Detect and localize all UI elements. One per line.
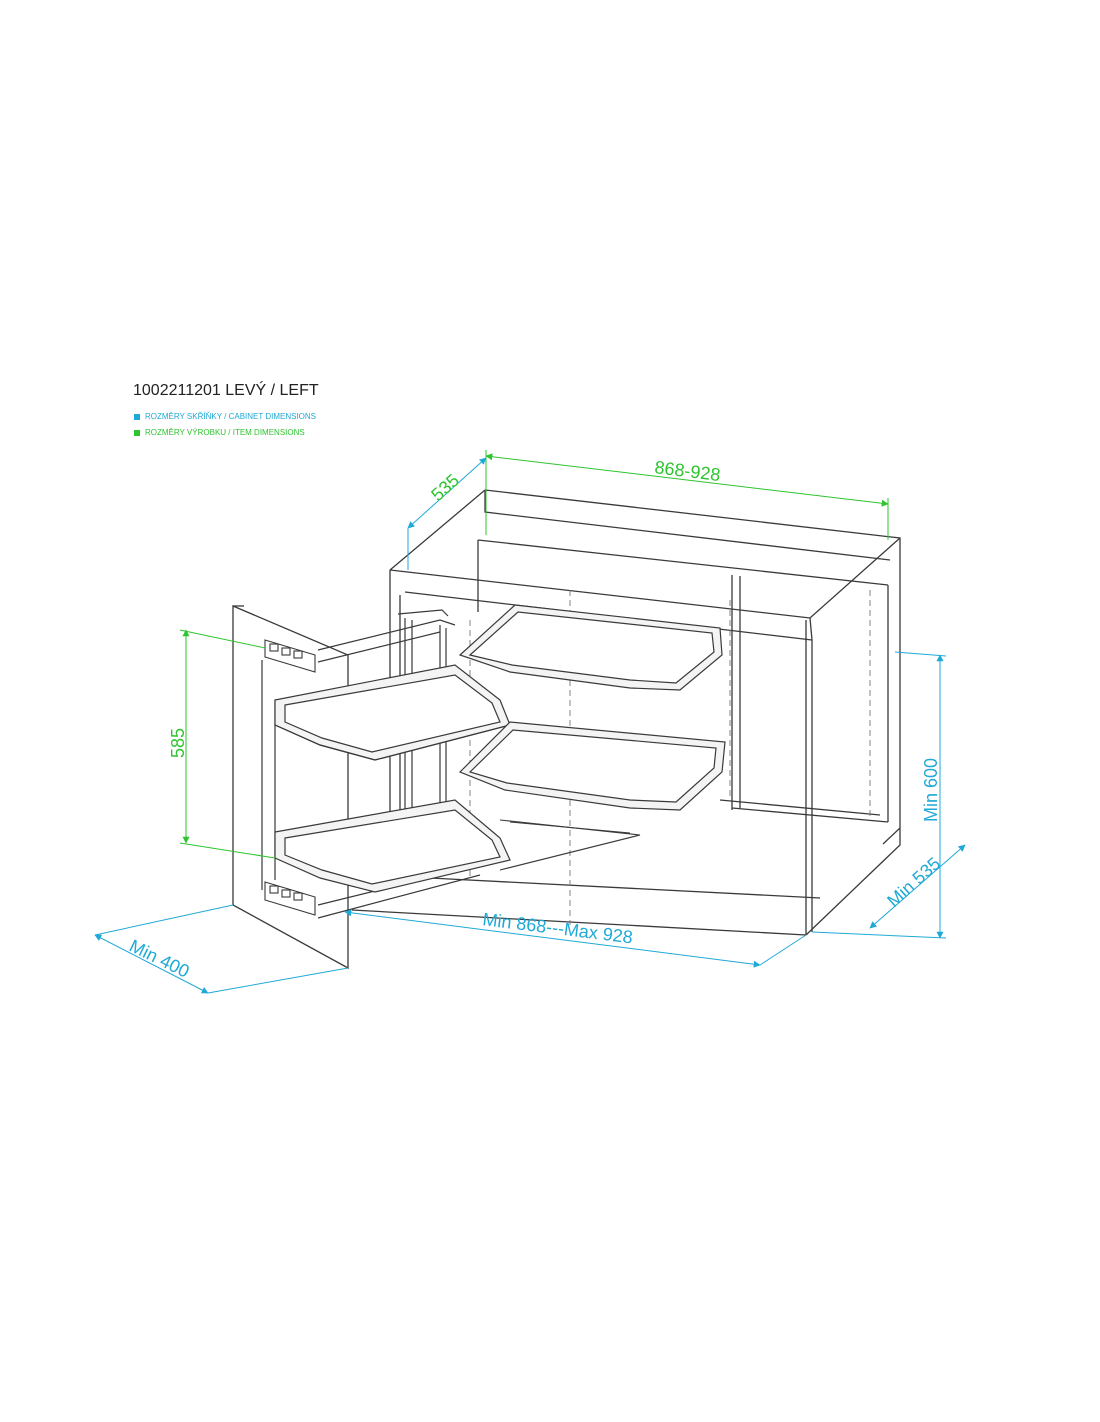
shelf-back-lower [458, 721, 726, 811]
dim-height-cabinet: Min 600 [921, 758, 941, 822]
bracket-screw [281, 889, 291, 898]
legend-item-dimensions: ROZMĚRY VÝROBKU / ITEM DIMENSIONS [134, 428, 305, 437]
dim-height-item: 585 [168, 728, 188, 758]
bracket-screw [269, 885, 279, 894]
bracket-screw [293, 892, 303, 901]
item-dimensions [179, 450, 889, 859]
base-plate [499, 819, 641, 871]
legend-item-swatch [134, 429, 140, 436]
bracket-screw [269, 643, 279, 652]
dim-door-cabinet: Min 400 [126, 936, 192, 982]
dim-depth-cabinet: Min 535 [883, 853, 944, 911]
shelf-front-lower [274, 799, 511, 893]
legend-cabinet-dimensions: ROZMĚRY SKŘÍŇKY / CABINET DIMENSIONS [134, 412, 316, 421]
dim-width-cabinet: Min 868---Max 928 [482, 909, 634, 947]
shelf-front-upper [274, 664, 511, 761]
legend-cabinet-swatch [134, 413, 140, 420]
dim-width-item: 868-928 [654, 457, 722, 485]
dim-depth-item: 535 [427, 470, 463, 505]
legend-item-label: ROZMĚRY VÝROBKU / ITEM DIMENSIONS [145, 428, 305, 437]
legend-cabinet-label: ROZMĚRY SKŘÍŇKY / CABINET DIMENSIONS [145, 412, 316, 421]
drawing-title: 1002211201 LEVÝ / LEFT [133, 382, 319, 399]
bracket-screw [293, 650, 303, 659]
bracket-screw [281, 647, 291, 656]
door-brackets [264, 639, 316, 916]
shelf-back-upper [458, 604, 723, 691]
cabinet-dimensions [94, 457, 966, 994]
